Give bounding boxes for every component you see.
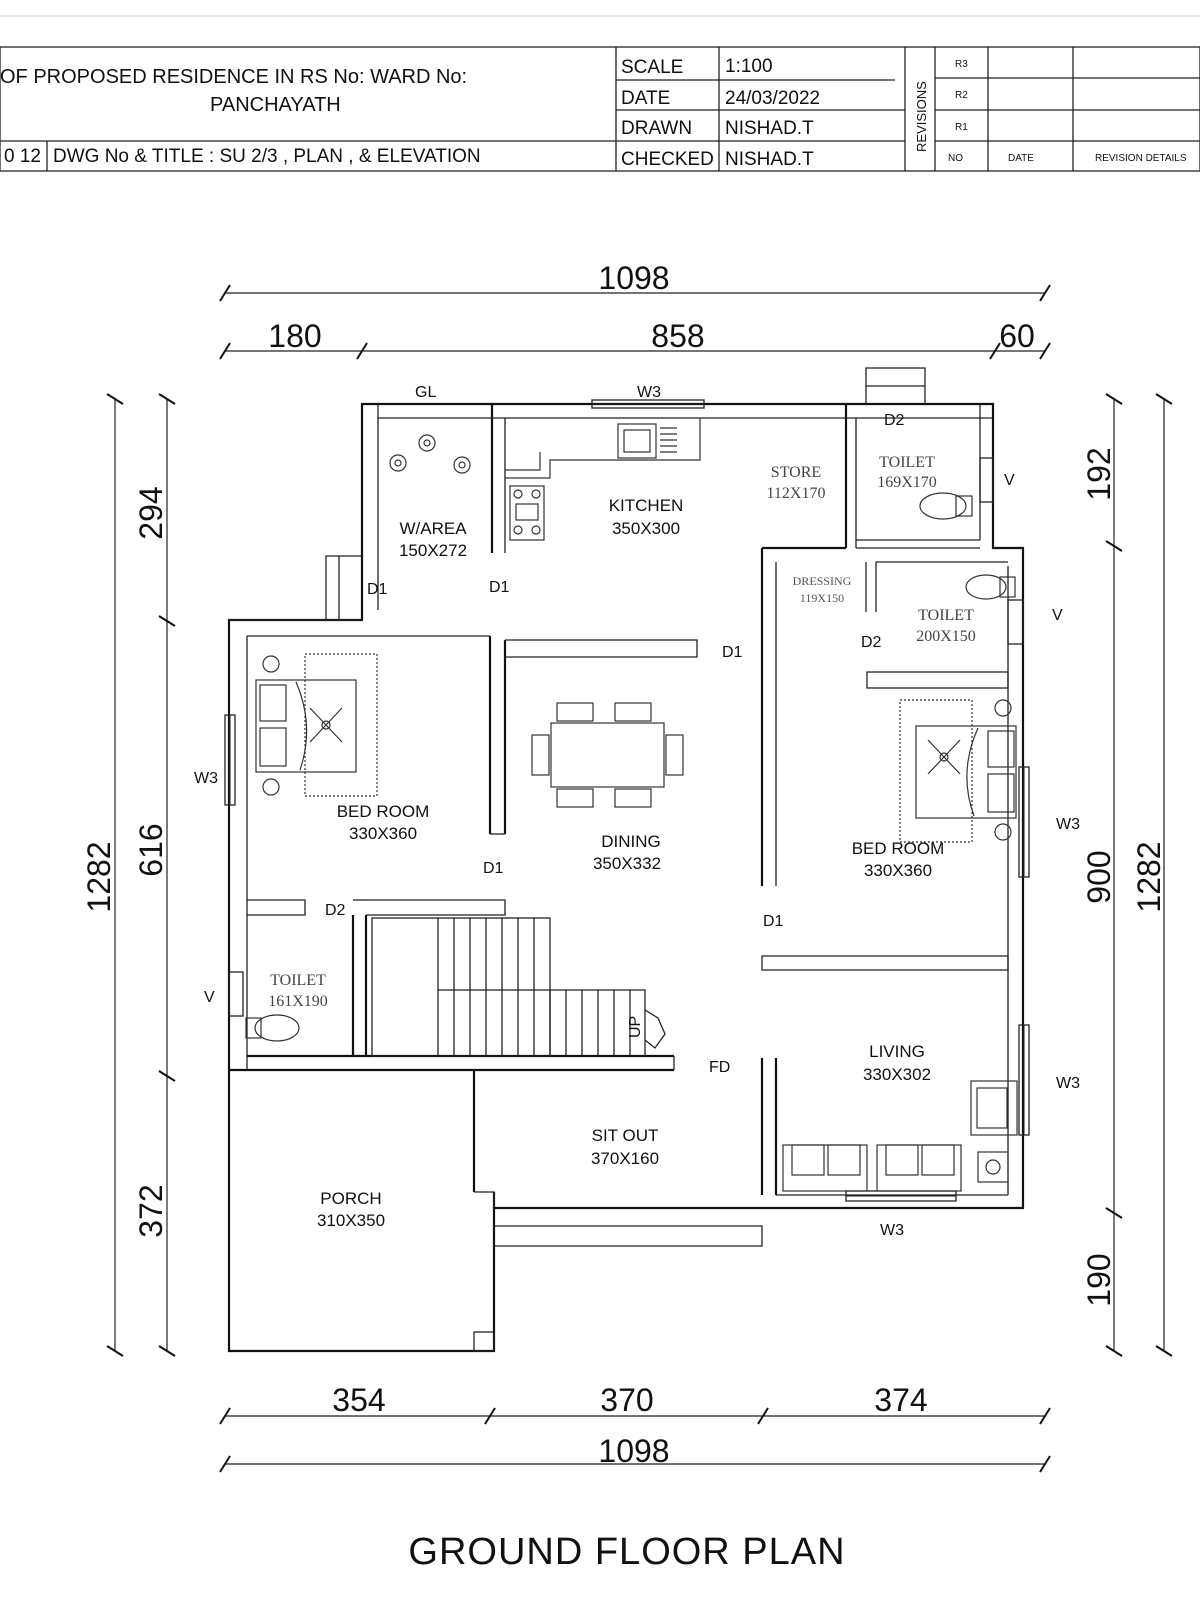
room-kitchen-name: KITCHEN — [609, 496, 684, 515]
room-bed-left-name: BED ROOM — [337, 802, 430, 821]
room-sitout-size: 370X160 — [591, 1149, 659, 1168]
label-v-right-toilet: V — [1052, 607, 1063, 624]
revision-no-header: NO — [948, 153, 963, 164]
room-toilet-right-size: 200X150 — [916, 628, 976, 645]
revision-details-header: REVISION DETAILS — [1095, 153, 1187, 164]
project-title-line2: PANCHAYATH — [210, 94, 341, 116]
dimension-lines: 1098 180 858 60 354 370 374 1098 1282 — [81, 260, 1173, 1473]
dim-right-seg-1: 192 — [1081, 447, 1117, 500]
drawn-value: NISHAD.T — [725, 118, 814, 139]
room-bed-left-size: 330X360 — [349, 824, 417, 843]
room-bed-right-name: BED ROOM — [852, 839, 945, 858]
dim-bottom-seg-2: 370 — [600, 1382, 653, 1418]
label-d1-bed-left: D1 — [483, 860, 504, 877]
room-store-name: STORE — [771, 464, 821, 481]
dim-top-seg-3: 60 — [999, 318, 1035, 354]
room-store-size: 112X170 — [767, 485, 826, 502]
label-d1-warea: D1 — [367, 581, 388, 598]
plan-labels: GL W3 D2 V V D1 D1 D1 D2 W3 W3 D1 D1 D2 … — [194, 384, 1080, 1239]
dim-left-seg-1: 294 — [133, 486, 169, 539]
dim-left-seg-2: 616 — [133, 823, 169, 876]
stair-up-label: UP — [627, 1016, 644, 1038]
dim-right-seg-3: 190 — [1081, 1253, 1117, 1306]
label-w3-living: W3 — [1056, 1075, 1080, 1092]
drawn-label: DRAWN — [621, 118, 692, 139]
room-bed-right-size: 330X360 — [864, 861, 932, 880]
room-sitout-name: SIT OUT — [592, 1126, 659, 1145]
room-warea-name: W/AREA — [399, 519, 467, 538]
bed-right-icon — [899, 699, 1017, 843]
revision-r1: R1 — [955, 122, 968, 133]
staircase: UP — [371, 917, 666, 1057]
sofa-icon — [782, 1080, 1018, 1192]
dim-left-seg-3: 372 — [133, 1184, 169, 1237]
project-title-line1: OF PROPOSED RESIDENCE IN RS No: WARD No: — [0, 66, 467, 88]
checked-value: NISHAD.T — [725, 149, 814, 170]
dim-right-seg-2: 900 — [1081, 850, 1117, 903]
label-v-top-toilet: V — [1004, 472, 1015, 489]
label-d1-kitchen: D1 — [489, 579, 510, 596]
room-living-name: LIVING — [869, 1042, 925, 1061]
checked-label: CHECKED — [621, 149, 714, 170]
dim-top-seg-1: 180 — [268, 318, 321, 354]
dim-bottom-seg-1: 354 — [332, 1382, 385, 1418]
room-living-size: 330X302 — [863, 1065, 931, 1084]
revision-date-header: DATE — [1008, 153, 1034, 164]
title-block: OF PROPOSED RESIDENCE IN RS No: WARD No:… — [0, 46, 1200, 172]
label-d2-top-toilet: D2 — [884, 412, 905, 429]
room-porch-name: PORCH — [320, 1189, 381, 1208]
room-toilet-top-size: 169X170 — [877, 474, 937, 491]
room-kitchen-size: 350X300 — [612, 519, 680, 538]
label-v-left-toilet: V — [204, 989, 215, 1006]
dim-top-seg-2: 858 — [651, 318, 704, 354]
drawing-title-ref: DWG No & TITLE : SU 2/3 , PLAN , & ELEVA… — [53, 146, 481, 167]
label-d1-living: D1 — [763, 913, 784, 930]
label-w3-bed-left: W3 — [194, 770, 218, 787]
label-gl: GL — [415, 384, 436, 401]
toilet-right-wc-icon — [965, 574, 1016, 600]
revision-r3: R3 — [955, 59, 968, 70]
dim-bottom-total: 1098 — [598, 1433, 669, 1469]
scale-label: SCALE — [621, 57, 683, 78]
room-dressing-size: 119X150 — [800, 591, 844, 605]
gas-stove-icon — [389, 434, 471, 474]
room-warea-size: 150X272 — [399, 541, 467, 560]
room-porch-size: 310X350 — [317, 1211, 385, 1230]
dim-right-total: 1282 — [1131, 841, 1167, 912]
dim-top-total: 1098 — [598, 260, 669, 296]
furniture — [245, 418, 1018, 1192]
toilet-left-wc-icon — [245, 1014, 300, 1042]
revision-r2: R2 — [955, 90, 968, 101]
date-label: DATE — [621, 88, 670, 109]
bed-left-icon — [255, 653, 378, 797]
room-dressing-name: DRESSING — [793, 574, 852, 588]
label-w3-kitchen: W3 — [637, 384, 661, 401]
room-dining-name: DINING — [601, 832, 661, 851]
revisions-label: REVISIONS — [914, 81, 929, 152]
dim-left-total: 1282 — [81, 841, 117, 912]
label-w3-bed-right: W3 — [1056, 816, 1080, 833]
label-w3-living-bottom: W3 — [880, 1222, 904, 1239]
room-toilet-left-name: TOILET — [270, 972, 326, 989]
windows — [224, 399, 1030, 1202]
drawing-title: GROUND FLOOR PLAN — [408, 1531, 845, 1573]
room-toilet-right-name: TOILET — [918, 607, 974, 624]
sheet-number: 0 12 — [4, 146, 41, 167]
label-fd: FD — [709, 1059, 730, 1076]
scale-value: 1:100 — [725, 56, 773, 77]
dining-table-icon — [531, 702, 684, 808]
label-d1-bed-right: D1 — [722, 644, 743, 661]
hob-icon — [509, 485, 545, 541]
room-toilet-left-size: 161X190 — [268, 993, 328, 1010]
room-toilet-top-name: TOILET — [879, 454, 935, 471]
sink-icon — [617, 423, 677, 459]
label-d2-left-toilet: D2 — [325, 902, 346, 919]
toilet-top-wc-icon — [919, 492, 973, 520]
dim-bottom-seg-3: 374 — [874, 1382, 927, 1418]
label-d2-right-toilet: D2 — [861, 634, 882, 651]
room-dining-size: 350X332 — [593, 854, 661, 873]
date-value: 24/03/2022 — [725, 88, 820, 109]
